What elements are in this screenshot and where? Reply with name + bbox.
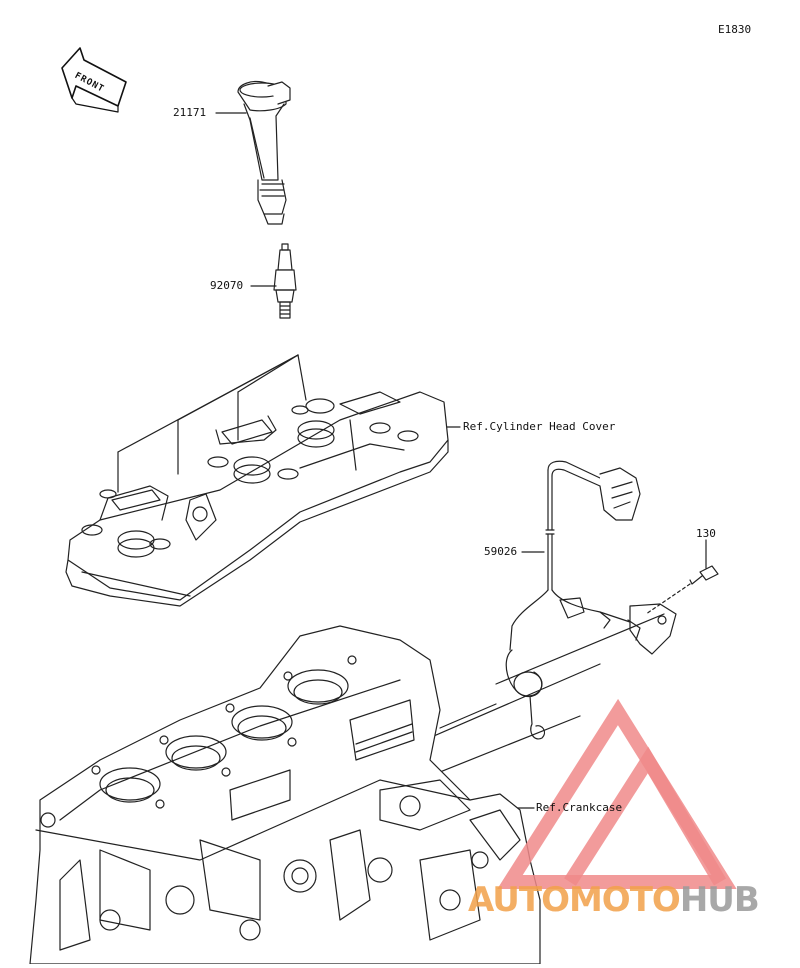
part-number-spark-plug: 92070 xyxy=(210,279,244,292)
cylinder-head-cover-part xyxy=(65,391,449,607)
watermark-text: AUTOMOTOHUB xyxy=(468,880,760,920)
watermark-text-b: HUB xyxy=(679,880,760,920)
crankcase-part xyxy=(29,625,541,965)
ignition-coil-part xyxy=(237,80,291,225)
part-number-bolt: 130 xyxy=(696,527,716,540)
bolt-part xyxy=(645,565,719,615)
front-arrow-icon xyxy=(61,47,127,113)
watermark-text-a: AUTOMOTO xyxy=(468,880,681,920)
harness-part xyxy=(505,460,677,740)
part-number-ignition-coil: 21171 xyxy=(173,106,207,119)
part-number-harness: 59026 xyxy=(484,545,518,558)
spark-plug-part xyxy=(273,243,297,319)
watermark-triangle-icon xyxy=(497,698,737,889)
ref-cylinder-head-cover: Ref.Cylinder Head Cover xyxy=(463,420,616,433)
diagram-code: E1830 xyxy=(718,23,752,36)
ref-crankcase: Ref.Crankcase xyxy=(536,801,623,814)
